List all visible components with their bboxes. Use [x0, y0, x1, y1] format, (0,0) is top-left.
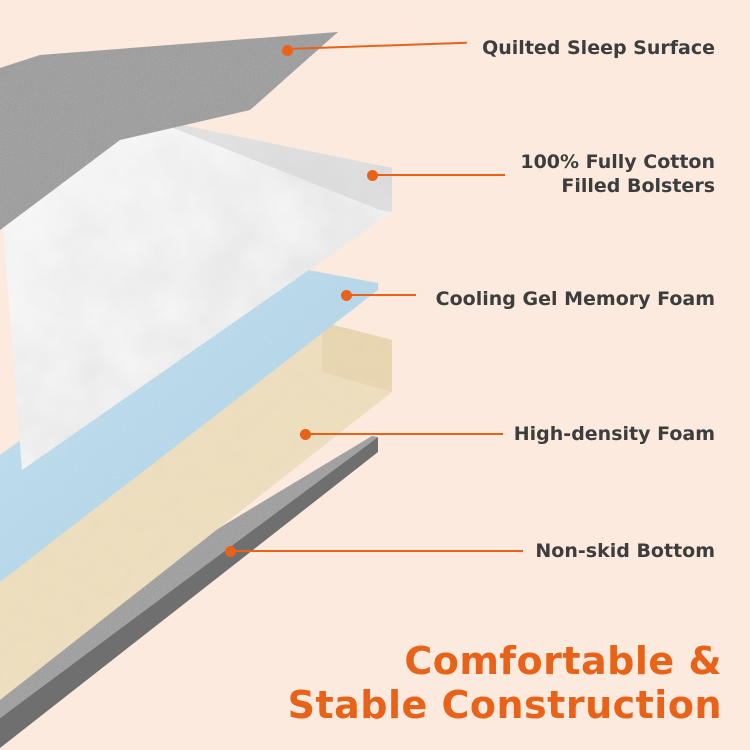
callout-dot-cotton — [367, 170, 378, 181]
callout-label-cooling-gel-memory-foam: Cooling Gel Memory Foam — [435, 288, 715, 310]
callout-label-cotton-line1: 100% Fully Cotton — [520, 151, 715, 173]
callout-line-gel — [346, 294, 416, 296]
cotton-layer — [0, 118, 392, 470]
callout-dot-foam — [300, 429, 311, 440]
callout-dot-bottom — [225, 546, 236, 557]
callout-line-foam — [305, 433, 503, 435]
callout-line-cotton — [372, 174, 505, 176]
cooling-gel-layer — [0, 262, 378, 582]
callout-dot-gel — [341, 290, 352, 301]
headline-line-1: Comfortable & — [404, 639, 722, 683]
quilted-surface-layer — [0, 32, 338, 230]
callout-line-bottom — [230, 550, 523, 552]
callout-label-non-skid-bottom: Non-skid Bottom — [535, 540, 715, 562]
headline-line-2: Stable Construction — [287, 683, 722, 727]
non-skid-bottom-layer — [0, 436, 378, 748]
callout-label-quilted-sleep-surface: Quilted Sleep Surface — [482, 37, 715, 59]
callout-dot-quilted — [282, 45, 293, 56]
callout-label-high-density-foam: High-density Foam — [513, 423, 715, 445]
high-density-foam-layer — [0, 322, 392, 700]
callout-label-cotton-line2: Filled Bolsters — [561, 175, 715, 197]
